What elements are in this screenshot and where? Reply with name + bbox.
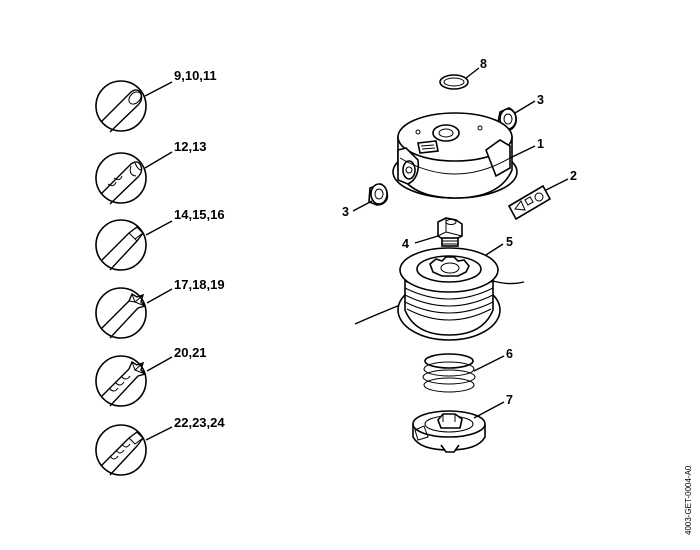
drawing-code: 4003-GET-0004-A0 — [684, 465, 693, 535]
part-7-cap: 7 — [412, 393, 513, 453]
callout-2: 2 — [570, 169, 577, 183]
part-2-label: 2 — [507, 169, 577, 221]
part-6-spring: 6 — [422, 347, 513, 393]
callout-7: 7 — [506, 393, 513, 407]
callout-3-upper: 3 — [537, 93, 544, 107]
part-1-housing: 1 — [392, 112, 544, 199]
callout-6: 6 — [506, 347, 513, 361]
line-section-twisted-square: 22,23,24 — [95, 415, 225, 476]
callout-1: 1 — [537, 137, 544, 151]
line-section-twisted-round: 12,13 — [95, 139, 207, 205]
part-8-o-ring: 8 — [439, 57, 487, 90]
part-5-spool: 5 — [354, 235, 525, 341]
callout-8: 8 — [480, 57, 487, 71]
line-section-label: 12,13 — [174, 139, 207, 154]
part-4-insert: 4 — [402, 217, 463, 251]
line-section-label: 9,10,11 — [174, 68, 217, 83]
line-section-label: 14,15,16 — [174, 207, 225, 222]
line-section-twisted-star: 20,21 — [95, 345, 207, 407]
line-section-square: 14,15,16 — [95, 207, 225, 271]
line-section-round: 9,10,11 — [95, 68, 217, 133]
callout-4: 4 — [402, 237, 409, 251]
line-section-star: 17,18,19 — [95, 277, 225, 339]
callout-5: 5 — [506, 235, 513, 249]
part-3-bushing-lower: 3 — [342, 183, 389, 219]
line-section-label: 22,23,24 — [174, 415, 225, 430]
line-section-label: 20,21 — [174, 345, 207, 360]
callout-3-lower: 3 — [342, 205, 349, 219]
line-section-label: 17,18,19 — [174, 277, 225, 292]
